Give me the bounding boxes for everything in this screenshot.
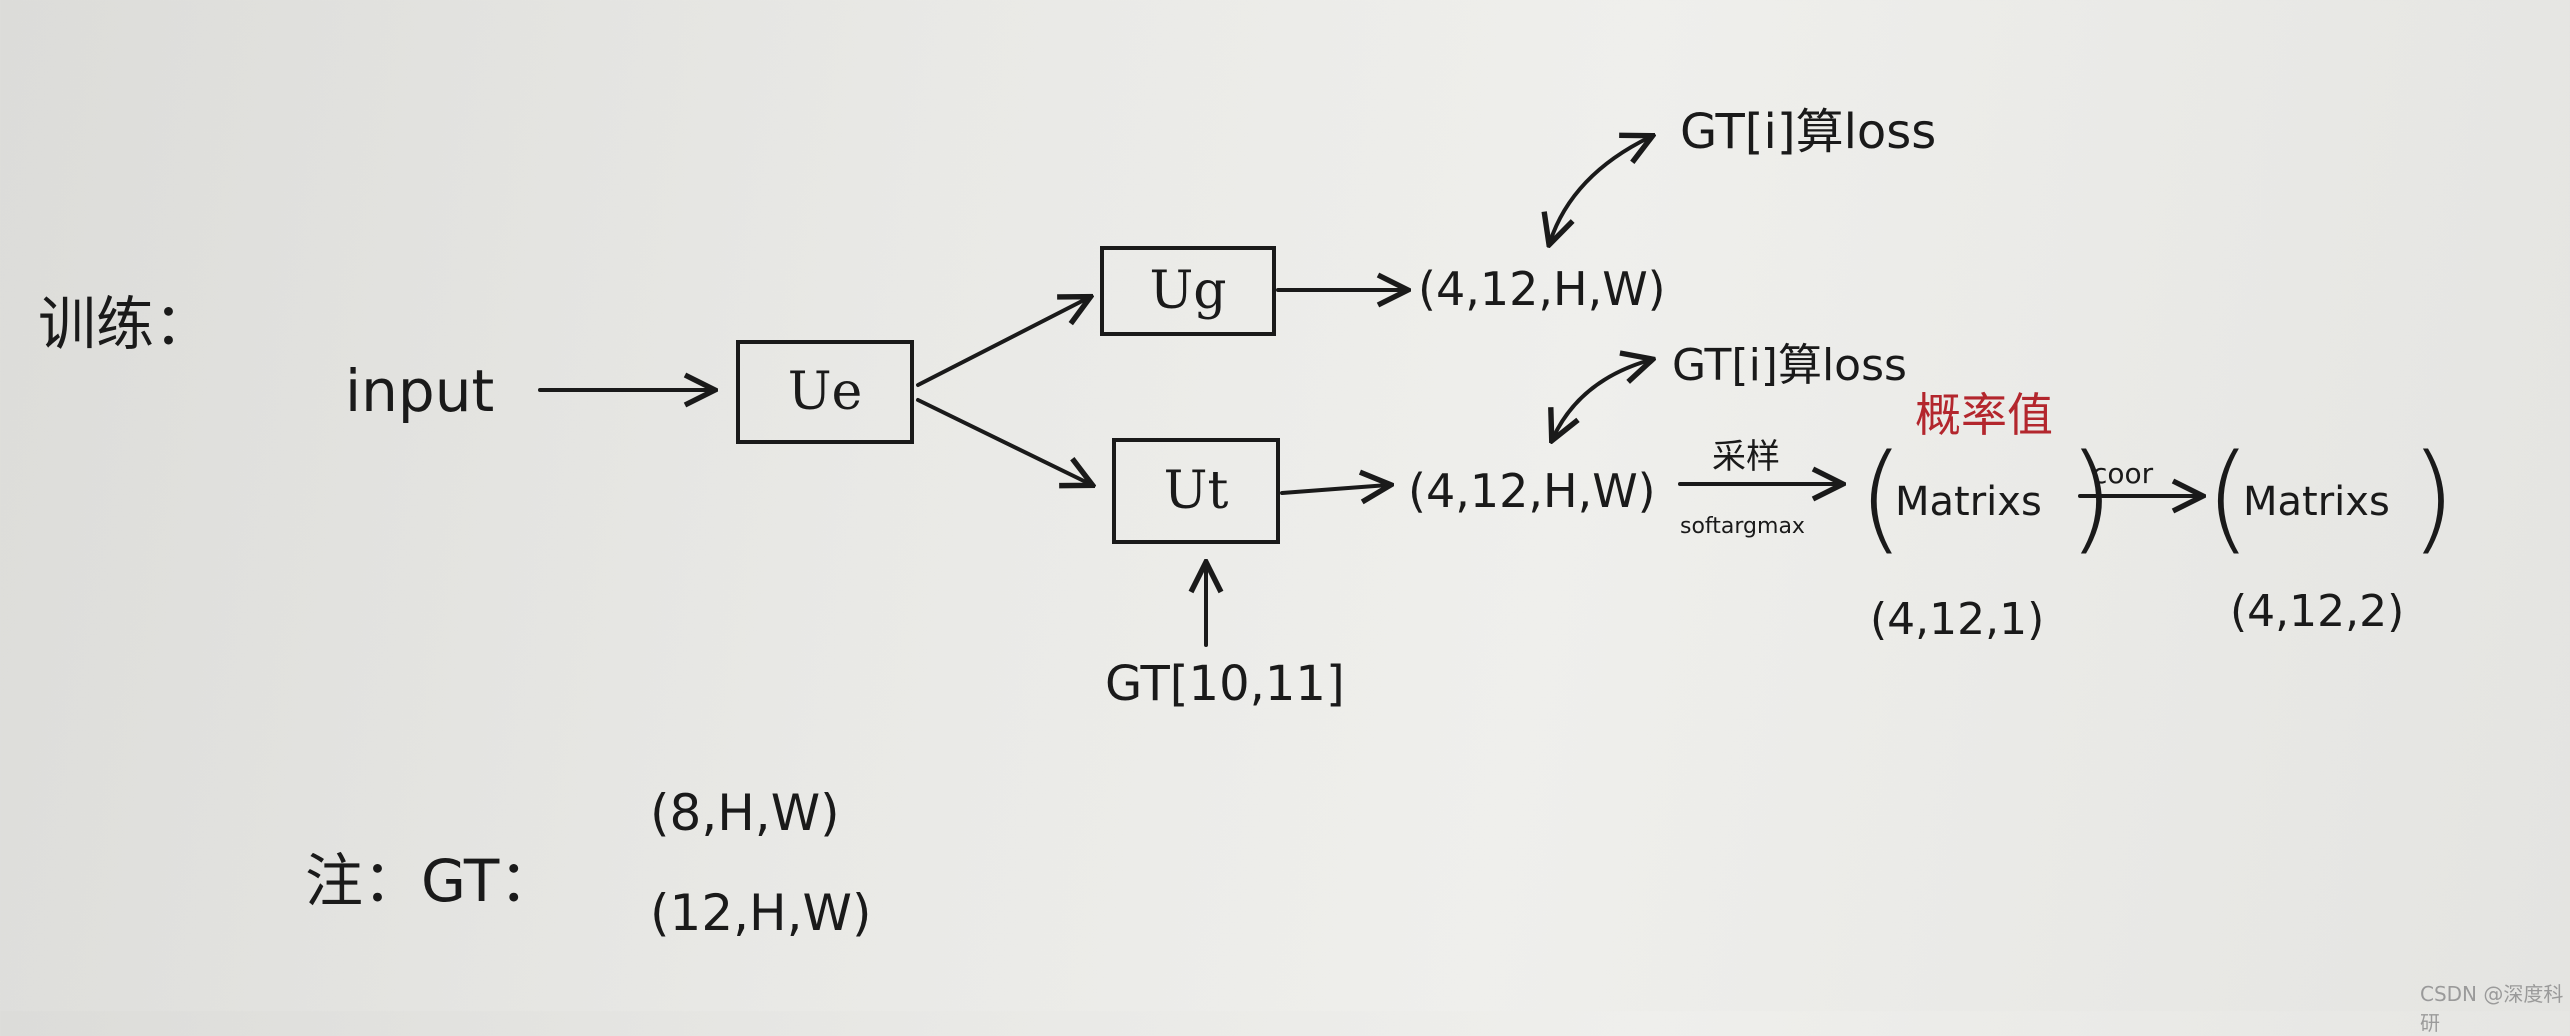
arrow-ue-to-ut — [916, 398, 1090, 484]
note-label: 注：GT： — [305, 847, 558, 915]
ut-label: Ut — [1163, 461, 1229, 521]
arrow-ut-loss — [1553, 360, 1650, 438]
ut-box: Ut — [1112, 438, 1280, 544]
ut-loss-label: GT[i]算loss — [1672, 340, 1907, 391]
matrix1-left-paren: ( — [1858, 428, 1905, 566]
matrix2-shape: (4,12,2) — [2230, 586, 2405, 637]
matrix2-left-paren: ( — [2205, 428, 2252, 566]
watermark: CSDN @深度科研 — [2420, 982, 2564, 1035]
probability-label: 概率值 — [1915, 388, 2053, 442]
input-label: input — [345, 357, 495, 425]
ug-loss-label: GT[i]算loss — [1680, 104, 1937, 160]
note-shape-2: (12,H,W) — [650, 884, 872, 942]
matrix2-label: Matrixs — [2243, 479, 2390, 525]
matrix1-label: Matrixs — [1895, 479, 2042, 525]
diagram-canvas: 训练： input Ue Ug Ut (4,12,H,W) GT[i]算loss… — [38, 0, 2570, 1035]
arrow-layer — [538, 0, 2570, 647]
sampling-label: 采样 — [1712, 437, 1780, 477]
coor-label: coor — [2092, 457, 2154, 490]
softargmax-label: softargmax — [1680, 514, 1805, 539]
ug-output-shape: (4,12,H,W) — [1418, 262, 1666, 316]
ug-label: Ug — [1149, 261, 1227, 321]
arrow-ue-to-ug — [916, 298, 1088, 387]
ut-output-shape: (4,12,H,W) — [1408, 464, 1656, 518]
matrix1-shape: (4,12,1) — [1870, 594, 2045, 645]
note-shape-1: (8,H,W) — [650, 784, 840, 842]
matrix2-right-paren: ) — [2410, 428, 2457, 566]
matrix1-right-paren: ) — [2068, 428, 2115, 566]
ug-box: Ug — [1100, 246, 1276, 336]
arrow-ut-to-shape — [1280, 485, 1388, 493]
ue-label: Ue — [787, 362, 863, 422]
section-label: 训练： — [38, 290, 213, 358]
arrow-ug-loss — [1550, 137, 1650, 242]
ut-gt-input: GT[10,11] — [1105, 656, 1345, 712]
ue-box: Ue — [736, 340, 914, 444]
